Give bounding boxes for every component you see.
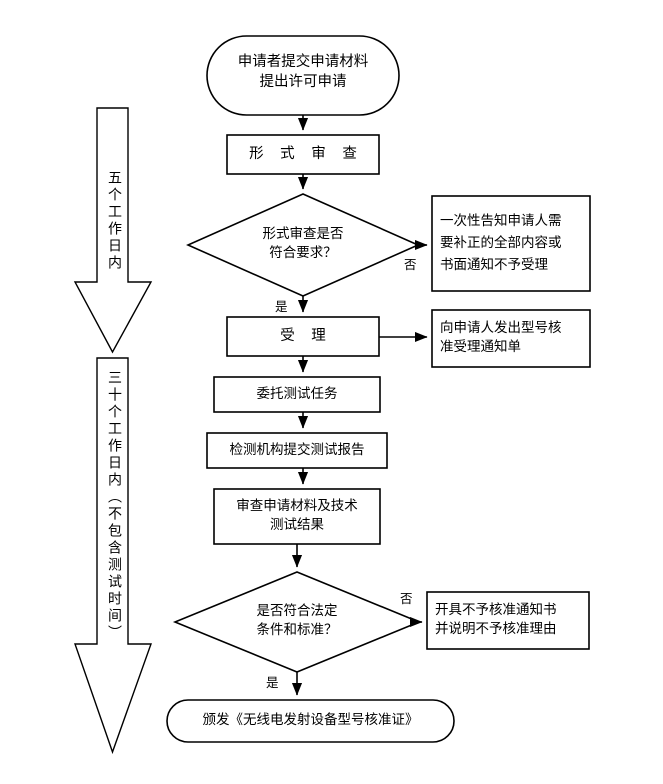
decision-legal-node-shape bbox=[172, 571, 422, 673]
start-node-shape bbox=[206, 35, 400, 116]
accept-notice-node-shape bbox=[431, 309, 591, 368]
submit-report-node-shape bbox=[206, 432, 388, 469]
decision-legal-yes-label: 是 bbox=[266, 675, 279, 690]
formal-review-node-shape bbox=[226, 134, 380, 175]
timeline-arrow-thirty-days-label: 三十个工作日内（不包含测试时间） bbox=[106, 370, 122, 642]
review-materials-node-shape bbox=[213, 488, 381, 545]
timeline-arrow-five-days-label: 五个工作日内 bbox=[106, 170, 122, 272]
decision-formal-no-label: 否 bbox=[404, 257, 417, 272]
reject-notice-node-shape bbox=[426, 591, 590, 650]
issue-certificate-node-shape bbox=[166, 699, 455, 743]
timeline-arrow-thirty-days-shape bbox=[74, 357, 152, 755]
notify-supplement-node-shape bbox=[431, 195, 591, 292]
decision-formal-node-shape bbox=[186, 193, 420, 297]
timeline-arrow-five-days-shape bbox=[73, 107, 153, 354]
accept-node-shape bbox=[226, 316, 380, 357]
decision-formal-yes-label: 是 bbox=[275, 299, 288, 314]
decision-legal-no-label: 否 bbox=[400, 591, 413, 606]
entrust-test-node-shape bbox=[213, 376, 381, 413]
